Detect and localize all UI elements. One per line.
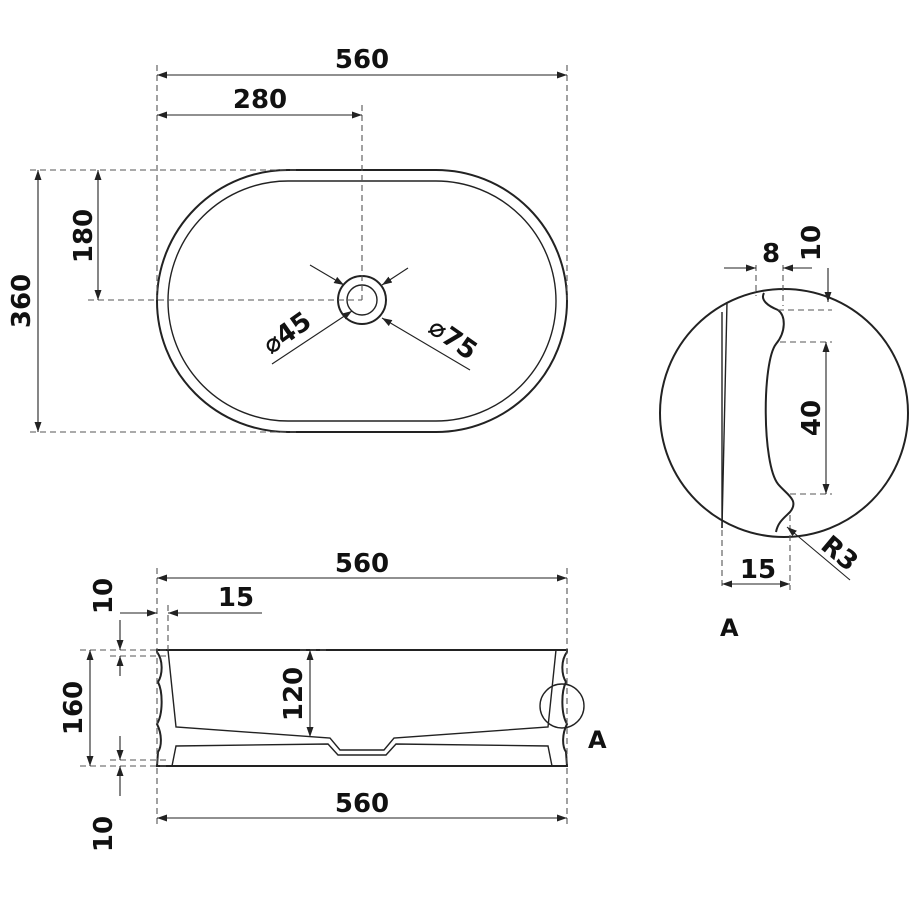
leader-drain-upper-left [309,264,345,286]
detail-a-marker [539,683,585,729]
detail-a-view: 8 10 40 15 R3 A [659,225,909,642]
detail-groove-profile [762,292,795,533]
side-view: A 560 15 10 160 120 10 560 [59,549,607,852]
dim-total-height: 160 [59,681,89,735]
detail-a-title: A [720,614,739,642]
detail-wall-outer-edge [721,301,728,529]
dim-rim-offset: 15 [218,583,254,613]
detail-dim-bottom-width: 15 [740,555,776,585]
dim-height-half: 180 [69,209,99,263]
dim-side-width-bottom: 560 [335,789,389,819]
dim-rim-thickness: 10 [89,578,119,614]
detail-dim-radius: R3 [815,530,863,577]
dim-width-total: 560 [335,45,389,75]
dim-drain-outer: ⌀75 [423,312,483,366]
detail-leader-radius [786,526,851,581]
detail-dim-top-height: 10 [797,225,827,261]
basin-side-base [171,743,553,767]
leader-drain-upper-right [381,267,409,286]
detail-dim-groove-height: 40 [797,400,827,436]
detail-a-circle [659,288,909,538]
dim-side-width-top: 560 [335,549,389,579]
top-view: 560 280 360 180 ⌀45 ⌀75 [7,45,568,433]
dim-width-half: 280 [233,85,287,115]
dim-drain-inner: ⌀45 [258,306,318,360]
detail-dim-top-width: 8 [762,239,780,269]
basin-side-outer [155,649,569,767]
leader-drain-inner [271,310,353,365]
dim-inner-depth: 120 [279,667,309,721]
leader-drain-outer [381,317,471,371]
dim-base-thickness: 10 [89,816,119,852]
dim-height-total: 360 [7,274,37,328]
basin-side-inner [167,649,557,751]
detail-a-label: A [588,726,607,754]
